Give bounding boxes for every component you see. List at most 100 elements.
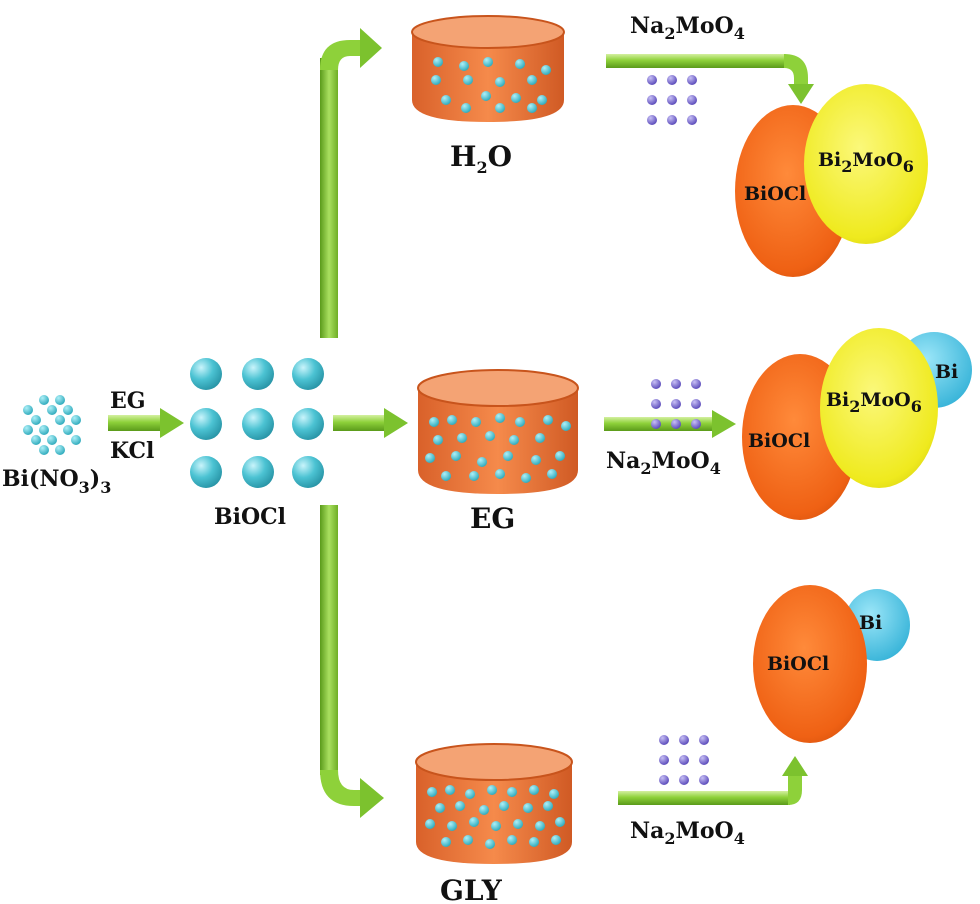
solvent-particle	[547, 469, 557, 479]
solvent-particle	[495, 413, 505, 423]
biocl-label-row1: BiOCl	[744, 183, 806, 205]
bi2moo6-particle-row2	[820, 328, 938, 488]
precursor-particle	[31, 435, 41, 445]
molybdate-particles-bottom	[659, 735, 709, 785]
solvent-particle	[425, 453, 435, 463]
molybdate-particle	[647, 75, 657, 85]
product-row1: BiOCl Bi2MoO6	[735, 84, 928, 277]
solvent-particle	[531, 455, 541, 465]
solvent-particle	[463, 835, 473, 845]
precursor-particle	[47, 435, 57, 445]
precursor-particle	[71, 415, 81, 425]
molybdate-particle	[647, 115, 657, 125]
solvent-particle	[535, 821, 545, 831]
molybdate-particle	[659, 755, 669, 765]
precursor-particle	[23, 405, 33, 415]
precursor-particle	[39, 445, 49, 455]
precursor-particle	[63, 405, 73, 415]
molybdate-particle	[671, 399, 681, 409]
solvent-particle	[495, 103, 505, 113]
molybdate-particle	[691, 399, 701, 409]
biocl-intermediate-label: BiOCl	[214, 504, 286, 530]
molybdate-label-middle: Na2MoO4	[606, 448, 721, 478]
solvent-particle	[527, 75, 537, 85]
solvent-particle	[459, 61, 469, 71]
solvent-particle	[527, 103, 537, 113]
beaker-water	[411, 15, 565, 122]
molybdate-particle	[651, 419, 661, 429]
precursor-particle	[55, 415, 65, 425]
molybdate-particle	[667, 115, 677, 125]
solvent-particle	[441, 95, 451, 105]
biocl-sphere	[242, 358, 274, 390]
solvent-particle	[515, 59, 525, 69]
bi2moo6-label-row2: Bi2MoO6	[826, 389, 922, 416]
solvent-particle	[543, 415, 553, 425]
biocl-sphere	[292, 358, 324, 390]
solvent-particle	[523, 803, 533, 813]
solvent-particle	[487, 785, 497, 795]
solvent-particle	[499, 801, 509, 811]
solvent-particle	[555, 451, 565, 461]
solvent-particle	[485, 431, 495, 441]
biocl-sphere	[292, 408, 324, 440]
biocl-label-row3: BiOCl	[767, 653, 829, 675]
biocl-sphere	[190, 358, 222, 390]
solvent-particle	[535, 433, 545, 443]
precursor-label: Bi(NO3)3	[2, 466, 111, 497]
biocl-sphere	[242, 456, 274, 488]
molybdate-particle	[671, 419, 681, 429]
biocl-sphere	[292, 456, 324, 488]
precursor-particles	[23, 395, 81, 455]
molybdate-particle	[687, 115, 697, 125]
solvent-gly-label: GLY	[440, 874, 503, 904]
solvent-particle	[561, 421, 571, 431]
solvent-particle	[457, 433, 467, 443]
solvent-particle	[555, 817, 565, 827]
precursor-particle	[71, 435, 81, 445]
bi-label-row3: Bi	[859, 612, 882, 634]
solvent-particle	[427, 787, 437, 797]
arrow-branch-water	[320, 28, 382, 338]
solvent-particle	[529, 785, 539, 795]
bi2moo6-label-row1: Bi2MoO6	[818, 149, 914, 176]
solvent-particle	[485, 839, 495, 849]
solvent-particle	[483, 57, 493, 67]
solvent-particle	[425, 819, 435, 829]
molybdate-particle	[667, 95, 677, 105]
solvent-particle	[433, 57, 443, 67]
solvent-particle	[445, 785, 455, 795]
beaker-gly	[415, 743, 573, 864]
precursor-particle	[39, 395, 49, 405]
arrow-branch-gly	[320, 505, 384, 818]
arrow-eg-to-product	[604, 410, 736, 438]
molybdate-particles-middle	[651, 379, 701, 429]
reagent-eg-label: EG	[110, 388, 146, 414]
solvent-particle	[429, 417, 439, 427]
solvent-particle	[465, 789, 475, 799]
solvent-particle	[551, 835, 561, 845]
bi2moo6-particle-row1	[804, 84, 928, 244]
molybdate-particle	[687, 75, 697, 85]
solvent-particle	[529, 837, 539, 847]
solvent-particle	[543, 801, 553, 811]
biocl-sphere	[190, 456, 222, 488]
molybdate-particle	[679, 735, 689, 745]
arrow-water-to-product	[606, 54, 814, 104]
molybdate-label-top: Na2MoO4	[630, 13, 745, 43]
solvent-particle	[541, 65, 551, 75]
solvent-particle	[509, 435, 519, 445]
solvent-particle	[513, 819, 523, 829]
arrow-precursor-to-biocl	[108, 408, 184, 438]
molybdate-particles-top	[647, 75, 697, 125]
molybdate-particle	[651, 399, 661, 409]
solvent-particle	[441, 837, 451, 847]
precursor-particle	[39, 425, 49, 435]
molybdate-label-bottom: Na2MoO4	[630, 818, 745, 848]
product-row3: Bi BiOCl	[753, 585, 910, 743]
molybdate-particle	[659, 735, 669, 745]
biocl-particles	[190, 358, 324, 488]
precursor-particle	[63, 425, 73, 435]
solvent-particle	[507, 787, 517, 797]
